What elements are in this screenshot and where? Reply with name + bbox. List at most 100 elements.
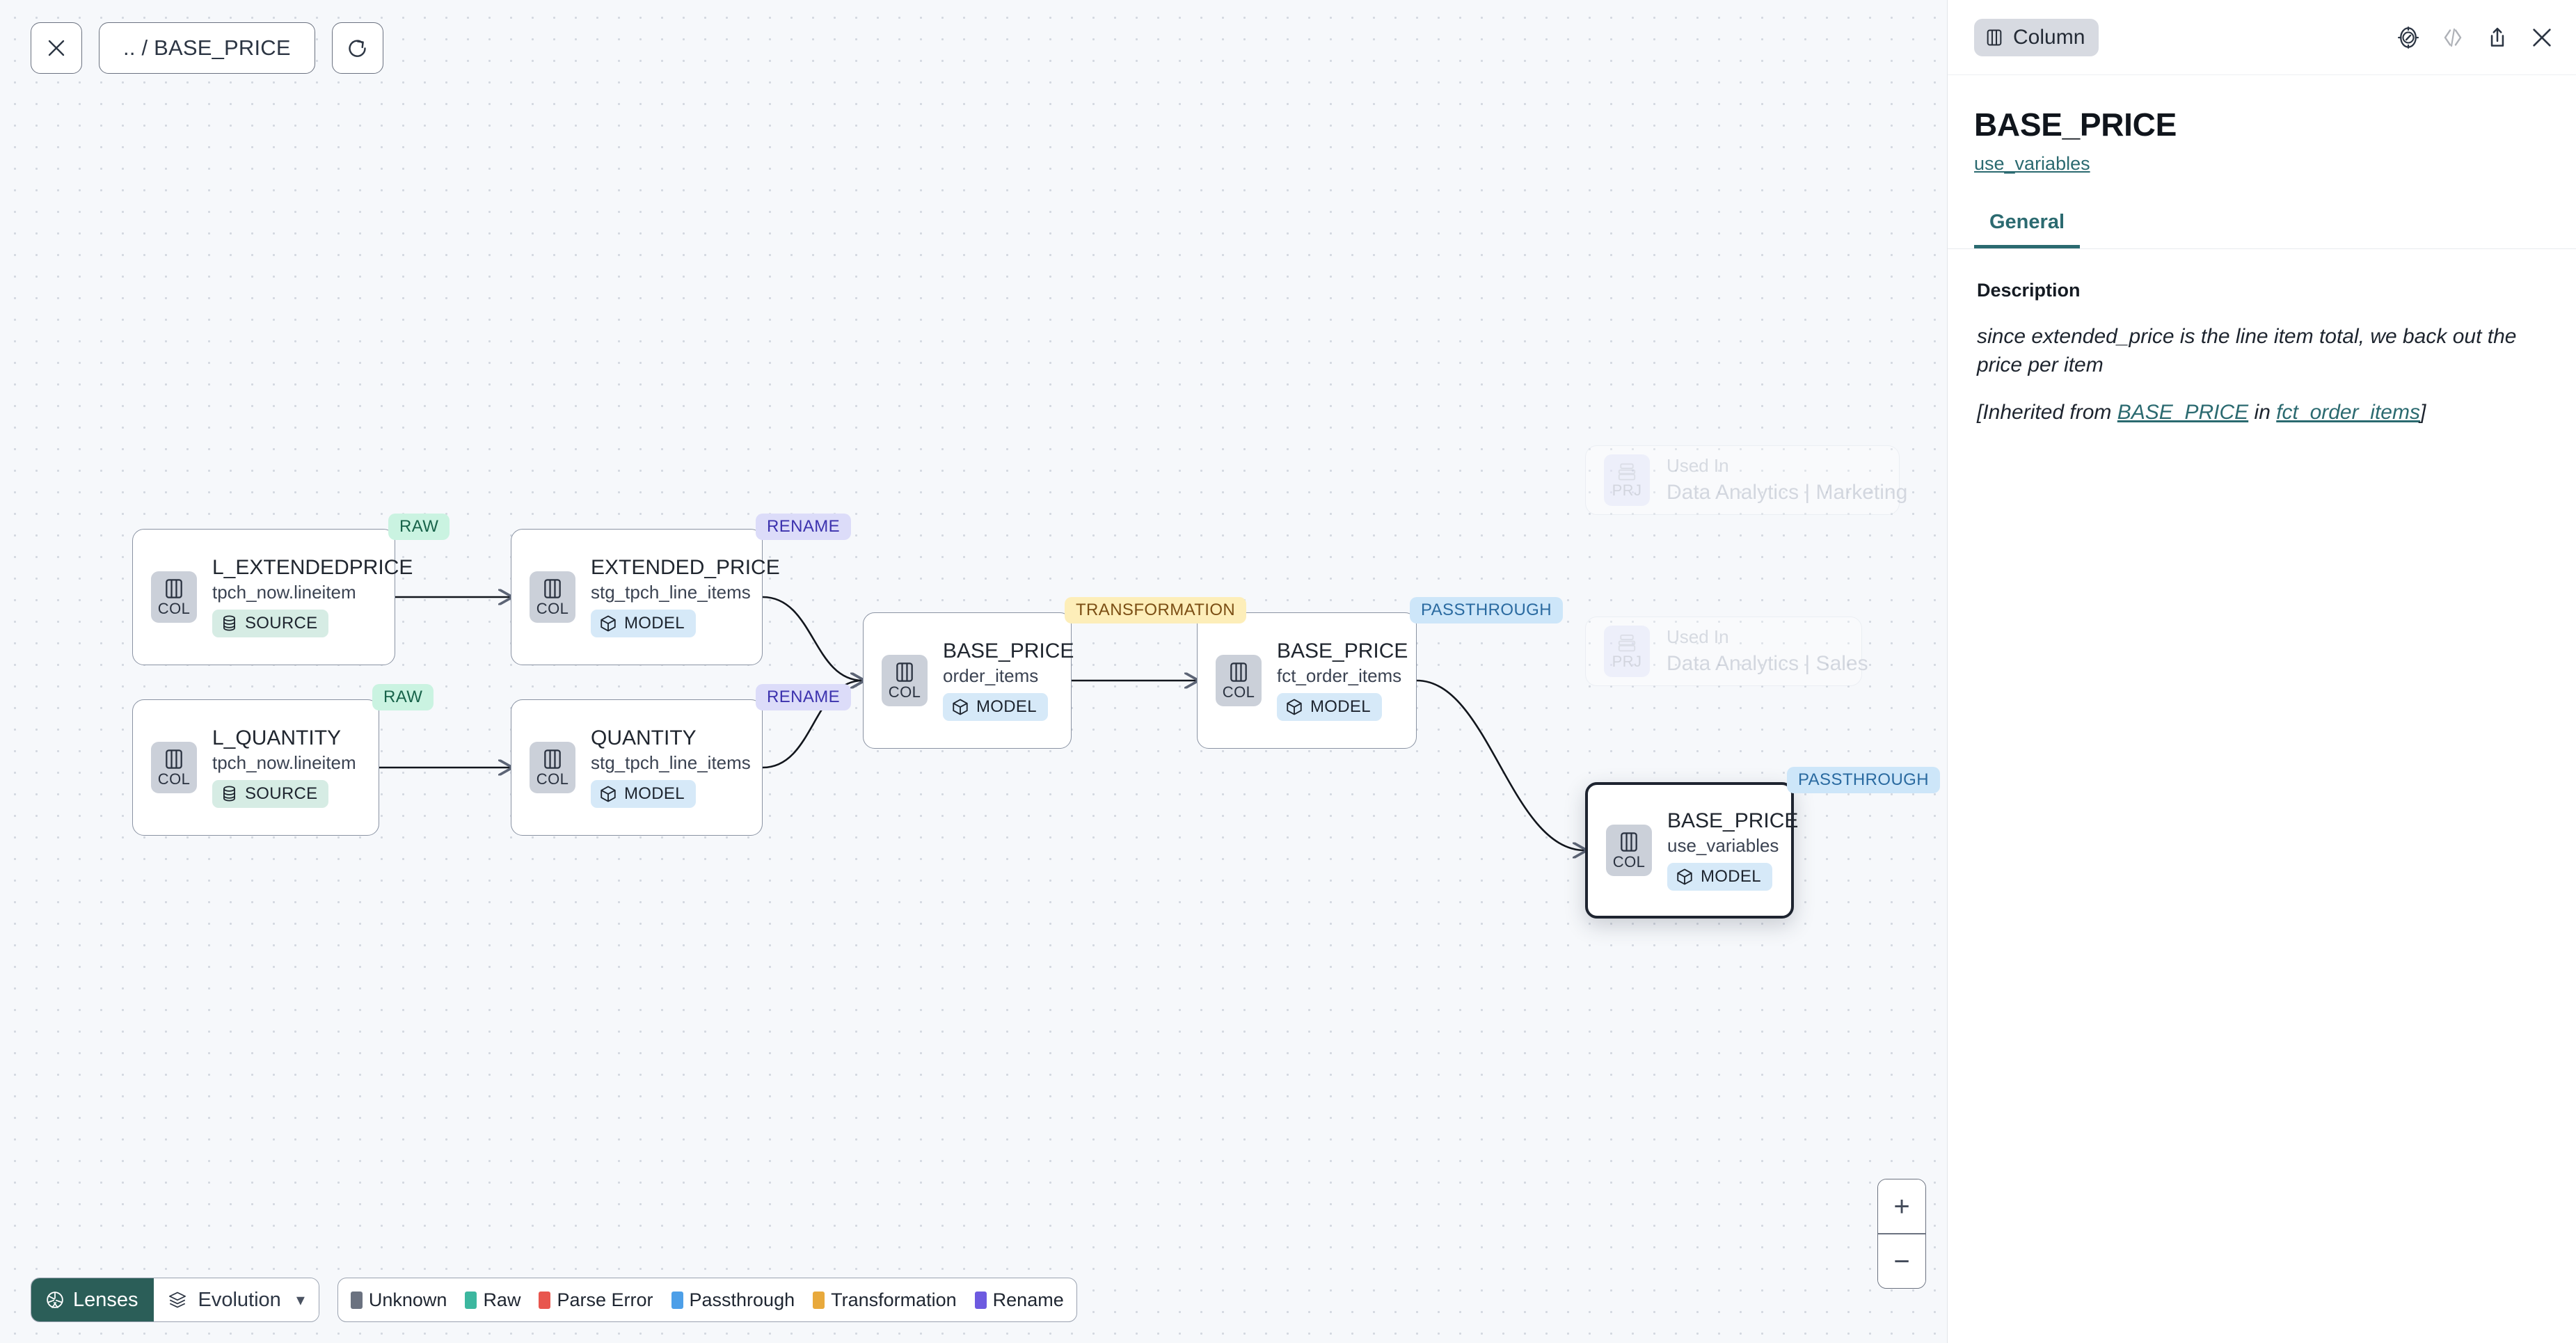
used-in-label: Used In xyxy=(1667,626,1729,647)
project-stack-icon xyxy=(1618,463,1636,481)
zoom-in-button[interactable]: + xyxy=(1878,1179,1925,1234)
node-subtitle: stg_tpch_line_items xyxy=(591,581,751,603)
legend-swatch xyxy=(539,1291,551,1309)
close-icon[interactable] xyxy=(2530,26,2554,49)
materialization-badge: SOURCE xyxy=(212,779,329,808)
share-icon[interactable] xyxy=(2486,26,2509,49)
cube-icon xyxy=(601,786,616,802)
column-chip-label: COL xyxy=(1612,853,1646,871)
breadcrumb-button[interactable]: .. / BASE_PRICE xyxy=(99,22,315,74)
cube-icon xyxy=(1677,868,1692,885)
legend-item-unknown[interactable]: Unknown xyxy=(350,1289,447,1311)
legend-swatch xyxy=(465,1291,477,1309)
inherited-model-link[interactable]: fct_order_items xyxy=(2276,400,2420,424)
zoom-divider xyxy=(1878,1233,1925,1234)
description-inherited: [Inherited from BASE_PRICE in fct_order_… xyxy=(1977,398,2547,427)
cube-icon xyxy=(953,699,968,715)
zoom-out-button[interactable]: − xyxy=(1878,1234,1925,1288)
ghost-node-used-in-marketing[interactable]: PRJ Used In Data Analytics | Marketing xyxy=(1585,445,1907,515)
node-type-badge-base_price_foi: PASSTHROUGH xyxy=(1410,597,1563,623)
chevron-down-icon: ▾ xyxy=(296,1290,305,1310)
zoom-controls: + − xyxy=(1877,1179,1926,1289)
materialization-badge: MODEL xyxy=(1277,692,1382,721)
project-chip-label: PRJ xyxy=(1612,653,1642,670)
column-icon xyxy=(544,579,561,598)
node-title: QUANTITY xyxy=(591,726,697,750)
description-section: Description since extended_price is the … xyxy=(1948,249,2576,445)
node-title: BASE_PRICE xyxy=(943,639,1074,663)
legend-label: Transformation xyxy=(831,1289,957,1310)
legend-item-parse-error[interactable]: Parse Error xyxy=(539,1289,653,1311)
node-title: EXTENDED_PRICE xyxy=(591,556,780,580)
materialization-label: SOURCE xyxy=(245,613,318,633)
materialization-badge: MODEL xyxy=(943,692,1048,721)
column-icon xyxy=(544,749,561,769)
compass-icon[interactable] xyxy=(2396,26,2420,49)
legend-item-raw[interactable]: Raw xyxy=(465,1289,520,1311)
materialization-badge: SOURCE xyxy=(212,609,329,637)
column-icon xyxy=(166,579,182,598)
materialization-label: MODEL xyxy=(624,613,685,633)
tab-general[interactable]: General xyxy=(1974,211,2080,248)
legend-swatch xyxy=(671,1291,683,1309)
project-chip-label: PRJ xyxy=(1612,482,1642,499)
inherited-column-link[interactable]: BASE_PRICE xyxy=(2117,400,2249,424)
legend-label: Unknown xyxy=(368,1289,447,1310)
lineage-canvas[interactable]: .. / BASE_PRICE PRJ xyxy=(0,0,1947,1343)
panel-tabs: General xyxy=(1948,211,2576,249)
legend-item-passthrough[interactable]: Passthrough xyxy=(671,1289,795,1311)
column-icon xyxy=(1621,832,1637,852)
used-in-value: Data Analytics | Sales xyxy=(1667,651,1868,675)
column-icon xyxy=(1230,662,1247,682)
ghost-node-used-in-sales[interactable]: PRJ Used In Data Analytics | Sales xyxy=(1585,617,1868,686)
refresh-icon xyxy=(349,39,366,57)
evolution-label: Evolution xyxy=(198,1288,281,1311)
bottom-toolbar: Lenses Evolution ▾ Unknown Raw Parse Error… xyxy=(31,1278,1077,1322)
materialization-label: MODEL xyxy=(624,784,685,803)
legend-item-transformation[interactable]: Transformation xyxy=(813,1289,957,1311)
node-subtitle: fct_order_items xyxy=(1277,665,1402,686)
project-chip: PRJ xyxy=(1604,454,1650,506)
legend-label: Parse Error xyxy=(557,1289,653,1310)
column-chip-label: COL xyxy=(1222,683,1255,701)
canvas-toolbar: .. / BASE_PRICE xyxy=(31,22,383,74)
materialization-label: MODEL xyxy=(1701,866,1761,886)
node-type-badge-base_price_oi: TRANSFORMATION xyxy=(1065,597,1247,623)
lenses-button[interactable]: Lenses xyxy=(31,1278,154,1321)
entity-type-chip[interactable]: Column xyxy=(1974,18,2099,56)
column-chip: COL xyxy=(530,742,575,793)
node-title: L_QUANTITY xyxy=(212,726,342,750)
cube-icon xyxy=(601,615,616,632)
used-in-value: Data Analytics | Marketing xyxy=(1667,480,1908,504)
parent-model-link[interactable]: use_variables xyxy=(1974,153,2090,174)
lenses-label: Lenses xyxy=(73,1288,138,1311)
node-subtitle: stg_tpch_line_items xyxy=(591,752,751,773)
column-chip-label: COL xyxy=(888,683,921,701)
panel-header: Column xyxy=(1948,0,2576,75)
node-title: L_EXTENDEDPRICE xyxy=(212,556,413,580)
node-subtitle: tpch_now.lineitem xyxy=(212,581,356,603)
node-subtitle: order_items xyxy=(943,665,1039,686)
legend-label: Rename xyxy=(992,1289,1064,1310)
materialization-label: MODEL xyxy=(1310,697,1371,716)
code-brackets-icon[interactable] xyxy=(2441,26,2465,49)
materialization-badge: MODEL xyxy=(591,779,696,808)
description-heading: Description xyxy=(1977,280,2081,301)
legend-swatch xyxy=(813,1291,825,1309)
node-type-badge-l_extendedprice: RAW xyxy=(388,514,450,540)
materialization-label: MODEL xyxy=(976,697,1037,716)
column-chip-label: COL xyxy=(536,770,569,788)
refresh-button[interactable] xyxy=(331,22,383,74)
node-subtitle: tpch_now.lineitem xyxy=(212,752,356,773)
aperture-icon xyxy=(47,1292,63,1308)
legend-item-rename[interactable]: Rename xyxy=(974,1289,1064,1311)
evolution-dropdown[interactable]: Evolution ▾ xyxy=(153,1278,319,1321)
close-graph-button[interactable] xyxy=(31,22,82,74)
